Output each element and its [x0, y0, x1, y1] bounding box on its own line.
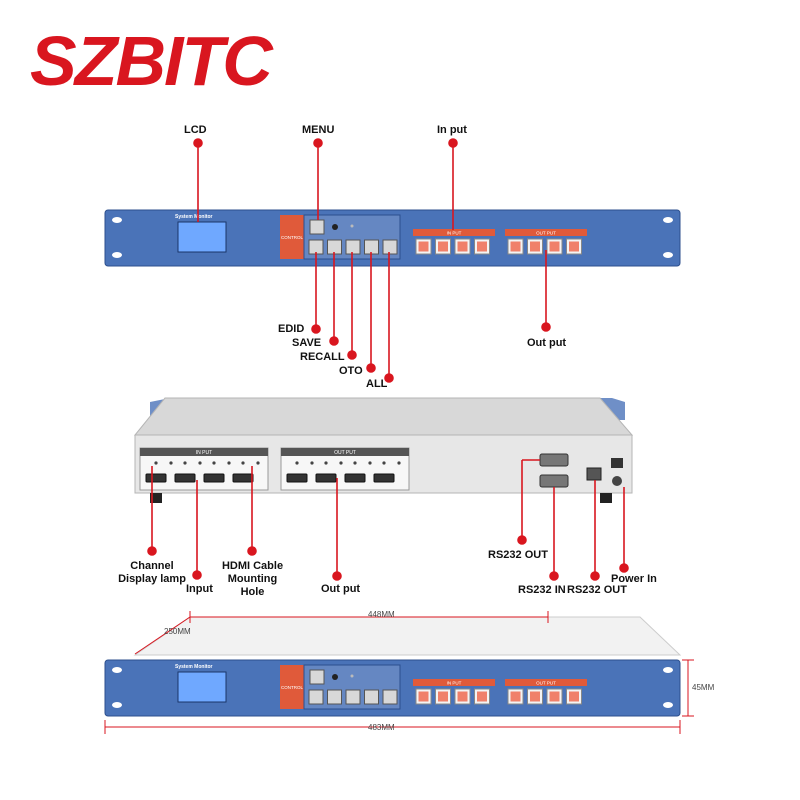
output-mounting-hole	[339, 461, 343, 465]
output-key-face	[569, 691, 579, 702]
screen-title: System Monitor	[175, 214, 213, 220]
callout-channel-lamp: Channel Display lamp	[118, 560, 186, 585]
callout-rs232-out-2: RS232 OUT	[567, 584, 627, 596]
output-hdmi-port	[315, 473, 337, 483]
rs232-in-port	[539, 474, 569, 488]
front-callouts	[193, 138, 551, 383]
output-key-face	[510, 691, 521, 702]
function-key-edid	[308, 689, 324, 705]
callout-save: SAVE	[292, 337, 322, 349]
output-key-face	[549, 691, 560, 702]
input-key-face	[457, 691, 468, 702]
output-hdmi-port	[373, 473, 395, 483]
output-mounting-hole	[368, 461, 372, 465]
input-mounting-hole	[227, 461, 231, 465]
output-key-face	[530, 241, 540, 252]
input-group-label-2: IN PUT	[447, 681, 462, 686]
dimension-view: System Monitor CONTROL IN PUT OUT PUT	[104, 611, 694, 734]
output-mounting-hole	[397, 461, 401, 465]
function-key-edid	[308, 239, 324, 255]
callout-rs232-in: RS232 IN	[518, 584, 566, 596]
rj45-port	[586, 467, 602, 481]
function-key-all	[382, 689, 398, 705]
input-channel-lamp	[241, 461, 245, 465]
output-key-face	[549, 241, 560, 252]
input-key-face	[477, 241, 487, 252]
function-key-oto	[364, 689, 379, 705]
output-hdmi-port	[286, 473, 308, 483]
input-hdmi-port	[203, 473, 225, 483]
lcd-screen	[177, 221, 227, 253]
menu-key	[309, 219, 325, 235]
callout-hdmi-mounting: HDMI Cable Mounting Hole	[221, 560, 284, 598]
dim-inner-width: 448MM	[368, 610, 395, 619]
back-output-label: OUT PUT	[334, 450, 356, 456]
control-label: CONTROL	[281, 235, 303, 240]
back-callouts	[147, 459, 629, 581]
input-group-label: IN PUT	[447, 231, 462, 236]
input-key-face	[418, 691, 429, 702]
screen-title-2: System Monitor	[175, 664, 213, 670]
function-keys-top	[308, 239, 398, 255]
input-key-face	[457, 241, 468, 252]
power-jack	[612, 476, 622, 486]
output-channel-lamp	[295, 461, 299, 465]
callout-edid: EDID	[278, 323, 305, 335]
output-channel-lamp	[324, 461, 328, 465]
output-group-label: OUT PUT	[536, 231, 556, 236]
input-key-face	[418, 241, 429, 252]
back-panel: IN PUT OUT PUT	[133, 397, 634, 503]
input-hdmi-port	[174, 473, 196, 483]
output-key-face	[569, 241, 579, 252]
input-mounting-hole	[256, 461, 260, 465]
input-hdmi-port	[145, 473, 167, 483]
output-key-face	[510, 241, 521, 252]
control-block	[280, 215, 304, 259]
function-key-recall	[345, 239, 361, 255]
callout-rs232-out-1: RS232 OUT	[488, 549, 548, 561]
output-channel-lamp	[382, 461, 386, 465]
brand-logo: SZBITC	[30, 22, 273, 100]
back-input-label: IN PUT	[196, 450, 212, 456]
callout-menu: MENU	[302, 124, 335, 136]
dim-width: 483MM	[368, 723, 395, 732]
control-label-2: CONTROL	[281, 685, 303, 690]
callout-input: In put	[437, 124, 467, 136]
input-hdmi-port	[232, 473, 254, 483]
dim-height: 45MM	[692, 683, 715, 692]
rs232-out-port	[539, 453, 569, 467]
callout-power-in: Power In	[611, 573, 657, 585]
output-group-label-2: OUT PUT	[536, 681, 556, 686]
function-key-save	[327, 239, 342, 255]
input-channel-lamp	[154, 461, 158, 465]
dim-depth: 250MM	[164, 627, 191, 636]
callout-recall: RECALL	[300, 351, 345, 363]
callout-back-input: Input	[186, 583, 213, 595]
function-key-recall	[345, 689, 361, 705]
input-mounting-hole	[169, 461, 173, 465]
output-mounting-hole	[310, 461, 314, 465]
callout-back-output: Out put	[321, 583, 361, 595]
function-key-oto	[364, 239, 379, 255]
function-key-save	[327, 689, 342, 705]
callout-lcd: LCD	[184, 124, 207, 136]
callout-output: Out put	[527, 337, 567, 349]
input-key-face	[438, 241, 448, 252]
function-key-all	[382, 239, 398, 255]
input-mounting-hole	[198, 461, 202, 465]
input-key-face	[477, 691, 487, 702]
output-key-face	[530, 691, 540, 702]
input-channel-lamp	[212, 461, 216, 465]
power-switch	[611, 458, 623, 468]
output-hdmi-port	[344, 473, 366, 483]
output-channel-lamp	[353, 461, 357, 465]
callout-all: ALL	[366, 378, 388, 390]
callout-oto: OTO	[339, 365, 363, 377]
input-channel-lamp	[183, 461, 187, 465]
front-panel-top: System Monitor CONTROL IN PUT OUT PUT	[104, 209, 681, 267]
input-key-face	[438, 691, 448, 702]
